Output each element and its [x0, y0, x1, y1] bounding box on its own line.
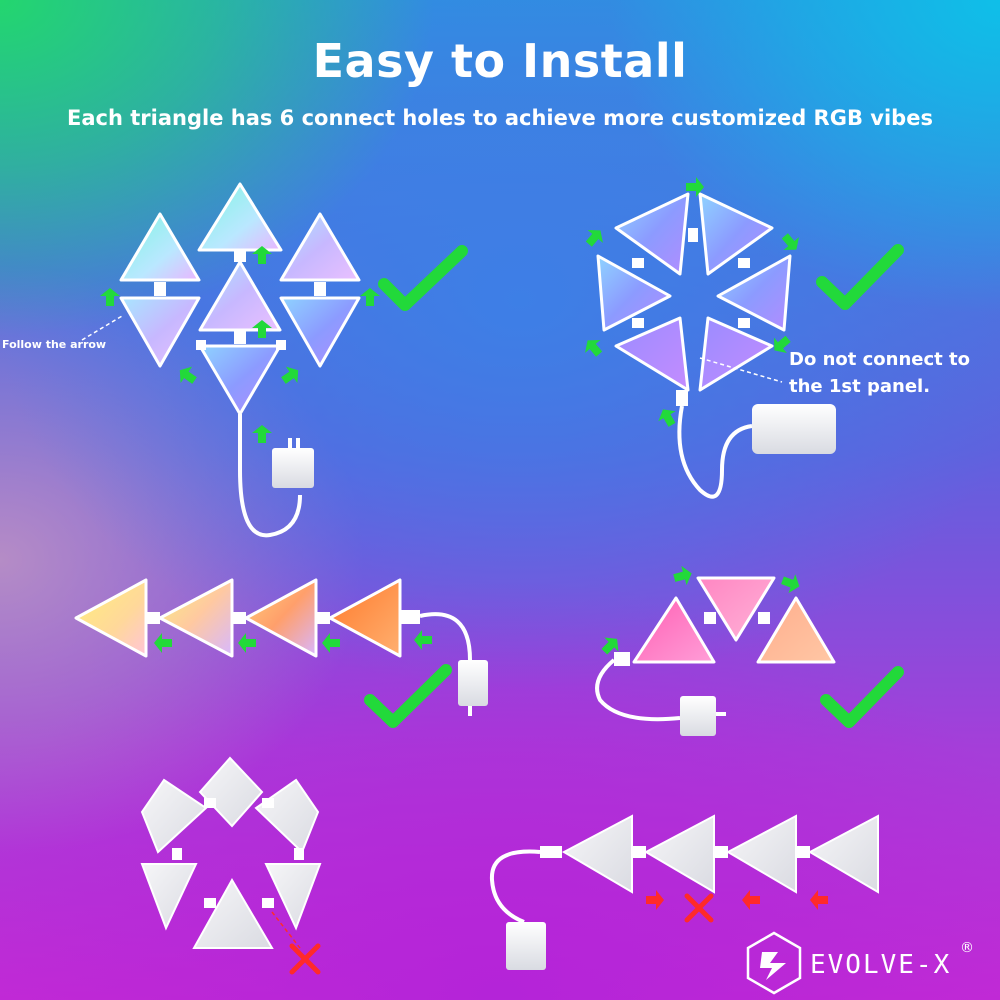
panel [696, 576, 776, 642]
panel [698, 316, 774, 392]
arrow-icon [179, 366, 197, 384]
arrow-icon [154, 633, 172, 653]
arrow-icon [585, 230, 603, 247]
arrow-icon [281, 366, 299, 384]
panel [756, 596, 836, 664]
panel [197, 182, 283, 252]
arrow-icon [781, 574, 800, 594]
panel [74, 578, 148, 658]
panel [264, 863, 322, 931]
panel [698, 192, 774, 276]
pointer-line [81, 315, 123, 341]
diagram-3-chain [74, 578, 488, 728]
arrow-icon [810, 890, 828, 910]
usb-adapter-icon [540, 846, 562, 858]
panel [244, 578, 318, 658]
connector [234, 330, 246, 344]
arrow-icon [238, 633, 256, 653]
cross-icon [684, 893, 714, 923]
panel [643, 814, 715, 894]
panel [254, 778, 320, 854]
arrow-icon [601, 637, 619, 655]
pointer-line [699, 357, 783, 383]
arrow-icon [322, 633, 340, 653]
panel [614, 316, 690, 392]
power-adapter-icon [458, 660, 488, 706]
arrow-icon [252, 246, 272, 264]
arrow-icon [774, 335, 791, 353]
diagram-6-chain-wrong [489, 814, 879, 970]
arrow-icon [360, 288, 380, 306]
first-panel-note: Do not connect to the 1st panel. [789, 346, 989, 400]
connector [276, 340, 286, 350]
panel [119, 212, 201, 282]
page-title: Easy to Install [312, 34, 688, 88]
cable [419, 612, 472, 661]
connector [196, 340, 206, 350]
check-icon [378, 245, 468, 311]
cross-icon [289, 943, 321, 975]
arrow-icon [252, 425, 272, 443]
panel [279, 296, 361, 368]
panel [596, 254, 672, 332]
panel [119, 296, 201, 368]
panel [279, 212, 361, 282]
arrow-icon [646, 890, 664, 910]
power-adapter-icon [680, 696, 716, 736]
cable [489, 849, 541, 924]
connector [234, 250, 246, 262]
arrow-icon [252, 320, 272, 338]
page-subtitle: Each triangle has 6 connect holes to ach… [67, 106, 933, 130]
panel [716, 254, 792, 332]
usb-adapter-icon [614, 652, 630, 666]
usb-adapter-icon [676, 390, 688, 406]
panel [561, 814, 633, 894]
power-adapter-icon [506, 922, 546, 970]
panel [140, 778, 208, 854]
arrow-icon [100, 288, 120, 306]
arrow-icon [781, 233, 799, 250]
check-icon [364, 664, 452, 728]
power-adapter-icon [272, 448, 314, 488]
arrow-icon [585, 340, 603, 357]
cable [595, 658, 681, 722]
logo-icon [746, 931, 802, 995]
panel [192, 877, 274, 949]
panel [725, 814, 797, 894]
registered-mark: ® [960, 940, 974, 956]
connector [154, 282, 166, 296]
panel [328, 578, 402, 658]
panel [632, 596, 716, 664]
diagram-5-hexagon-wrong [140, 756, 322, 975]
diagram-1-pyramid [81, 182, 468, 538]
panel [807, 814, 879, 894]
panel [140, 863, 198, 931]
power-adapter-icon [752, 404, 836, 454]
first-panel-note-line1: Do not connect to [789, 349, 971, 370]
arrow-icon [673, 565, 692, 586]
diagram-4-arc [595, 565, 904, 736]
first-panel-note-line2: the 1st panel. [789, 376, 931, 397]
connector [314, 282, 326, 296]
check-icon [816, 244, 904, 310]
brand-watermark: EVOLVE-X ® [742, 930, 992, 996]
diagram-2-hexagon [585, 177, 904, 499]
panel [614, 192, 690, 276]
arrow-icon [414, 630, 432, 650]
pointer-line [271, 911, 301, 949]
usb-adapter-icon [400, 610, 420, 624]
panel [198, 344, 282, 416]
arrow-icon [658, 409, 676, 427]
cable [677, 405, 753, 499]
follow-arrow-note: Follow the arrow [2, 338, 107, 351]
panel [198, 756, 264, 828]
cable [238, 414, 302, 538]
check-icon [820, 666, 904, 728]
arrow-icon [742, 890, 760, 910]
arrow-icon [686, 177, 704, 197]
panel [198, 260, 282, 332]
brand-name: EVOLVE-X [810, 950, 952, 980]
